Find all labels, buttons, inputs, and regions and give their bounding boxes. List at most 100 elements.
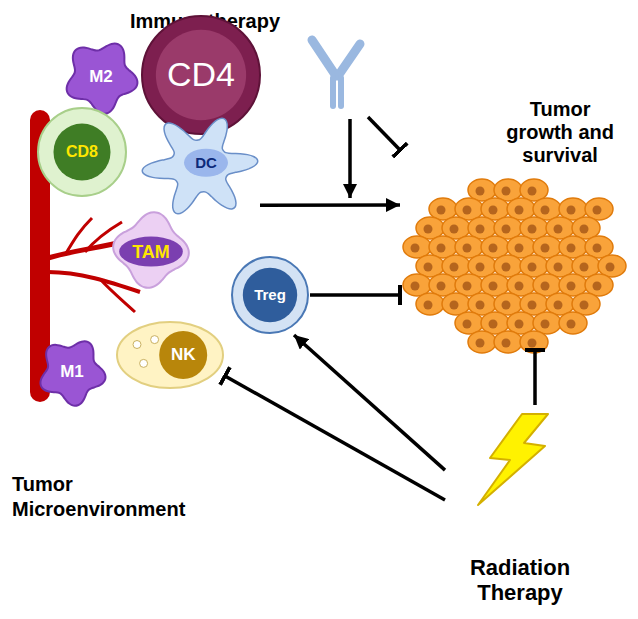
antibody-stem bbox=[338, 78, 344, 106]
cell-nucleus bbox=[450, 263, 459, 272]
node-label: Treg bbox=[254, 286, 286, 303]
antibody-arm bbox=[312, 40, 336, 76]
vessel-branch bbox=[100, 279, 135, 312]
cell-body bbox=[142, 16, 260, 134]
cell-nucleus bbox=[119, 237, 183, 267]
cell-nucleus bbox=[424, 301, 433, 310]
cell-nucleus bbox=[437, 244, 446, 253]
cell-nucleus bbox=[515, 282, 524, 291]
cell-body bbox=[142, 118, 257, 213]
cell-nucleus bbox=[159, 331, 207, 379]
inhibition-line bbox=[310, 293, 400, 297]
tumor-mass: Tumor growth and survival bbox=[400, 92, 630, 350]
cell-nucleus bbox=[489, 282, 498, 291]
node-label: CD8 bbox=[66, 143, 98, 161]
treg-cell: Treg bbox=[230, 255, 310, 335]
activation-arrow bbox=[294, 335, 445, 470]
cell-body bbox=[117, 322, 223, 388]
inhibition-line bbox=[533, 350, 537, 405]
node-label: M2 bbox=[89, 67, 113, 87]
cell-nucleus bbox=[541, 206, 550, 215]
cell-body bbox=[38, 108, 126, 196]
vessel-branch bbox=[48, 272, 140, 292]
tumor-cell bbox=[416, 293, 444, 315]
antibody-stem bbox=[330, 78, 336, 106]
tumor-cell bbox=[468, 331, 496, 353]
enhance-arrow bbox=[348, 119, 352, 198]
tam-cell: TAM bbox=[108, 210, 194, 290]
cell-nucleus bbox=[424, 225, 433, 234]
cell-nucleus bbox=[541, 244, 550, 253]
cell-nucleus bbox=[593, 282, 602, 291]
cell-nucleus bbox=[567, 206, 576, 215]
cell-nucleus bbox=[463, 282, 472, 291]
cell-nucleus bbox=[593, 206, 602, 215]
granule bbox=[133, 341, 141, 349]
cell-nucleus bbox=[489, 320, 498, 329]
cell-nucleus bbox=[476, 225, 485, 234]
antibody-icon bbox=[312, 40, 360, 106]
cell-nucleus bbox=[567, 244, 576, 253]
cell-nucleus bbox=[476, 187, 485, 196]
cell-nucleus bbox=[580, 263, 589, 272]
cell-nucleus bbox=[243, 268, 297, 322]
tumor-cells bbox=[403, 179, 626, 353]
cell-nucleus bbox=[580, 225, 589, 234]
cell-nucleus bbox=[502, 225, 511, 234]
cell-body bbox=[113, 212, 189, 288]
nk-cell: NK bbox=[115, 320, 225, 390]
cell-nucleus bbox=[424, 263, 433, 272]
node-label: NK bbox=[171, 345, 196, 365]
cell-nucleus bbox=[528, 339, 537, 348]
cell-nucleus bbox=[541, 282, 550, 291]
inhibition-line bbox=[225, 376, 445, 500]
tumor-cell bbox=[520, 331, 548, 353]
cell-nucleus bbox=[515, 320, 524, 329]
vessel-branch bbox=[65, 218, 92, 255]
cell-nucleus bbox=[476, 263, 485, 272]
cell-nucleus bbox=[463, 244, 472, 253]
node-label: Tumor growth and survival bbox=[496, 97, 624, 166]
node-label: DC bbox=[195, 154, 217, 171]
cell-nucleus bbox=[528, 301, 537, 310]
cell-nucleus bbox=[554, 301, 563, 310]
cell-nucleus bbox=[567, 282, 576, 291]
cell-nucleus bbox=[411, 244, 420, 253]
granule bbox=[140, 359, 148, 367]
nk-cell-outline bbox=[115, 320, 225, 390]
cell-nucleus bbox=[463, 320, 472, 329]
cell-nucleus bbox=[502, 263, 511, 272]
cell-nucleus bbox=[528, 263, 537, 272]
cell-nucleus bbox=[437, 206, 446, 215]
cell-nucleus bbox=[502, 301, 511, 310]
cell-nucleus bbox=[450, 301, 459, 310]
radiation-group: Radiation Therapy bbox=[445, 405, 595, 615]
cell-nucleus bbox=[502, 339, 511, 348]
cell-nucleus bbox=[184, 149, 228, 177]
cell-nucleus bbox=[476, 301, 485, 310]
antibody-arm bbox=[338, 44, 360, 76]
cell-nucleus bbox=[156, 30, 246, 120]
cell-nucleus bbox=[567, 320, 576, 329]
dendritic-cell: DC bbox=[140, 112, 260, 220]
cd8-cell: CD8 bbox=[36, 106, 128, 198]
lightning-bolt bbox=[478, 414, 548, 505]
cell-nucleus bbox=[541, 320, 550, 329]
m2-macrophage: M2 bbox=[62, 38, 140, 116]
cell-nucleus bbox=[515, 206, 524, 215]
cell-nucleus bbox=[463, 206, 472, 215]
cell-nucleus bbox=[450, 225, 459, 234]
cell-nucleus bbox=[411, 282, 420, 291]
cell-nucleus bbox=[489, 206, 498, 215]
activation-arrow bbox=[260, 203, 400, 207]
node-label: TAM bbox=[132, 241, 170, 262]
cell-nucleus bbox=[489, 244, 498, 253]
cell-nucleus bbox=[528, 187, 537, 196]
cell-body bbox=[232, 257, 308, 333]
cell-body bbox=[67, 44, 138, 114]
cell-nucleus bbox=[606, 263, 615, 272]
m1-macrophage: M1 bbox=[36, 336, 108, 408]
cell-nucleus bbox=[554, 225, 563, 234]
granule bbox=[151, 336, 159, 344]
node-label: Radiation Therapy bbox=[445, 555, 595, 606]
